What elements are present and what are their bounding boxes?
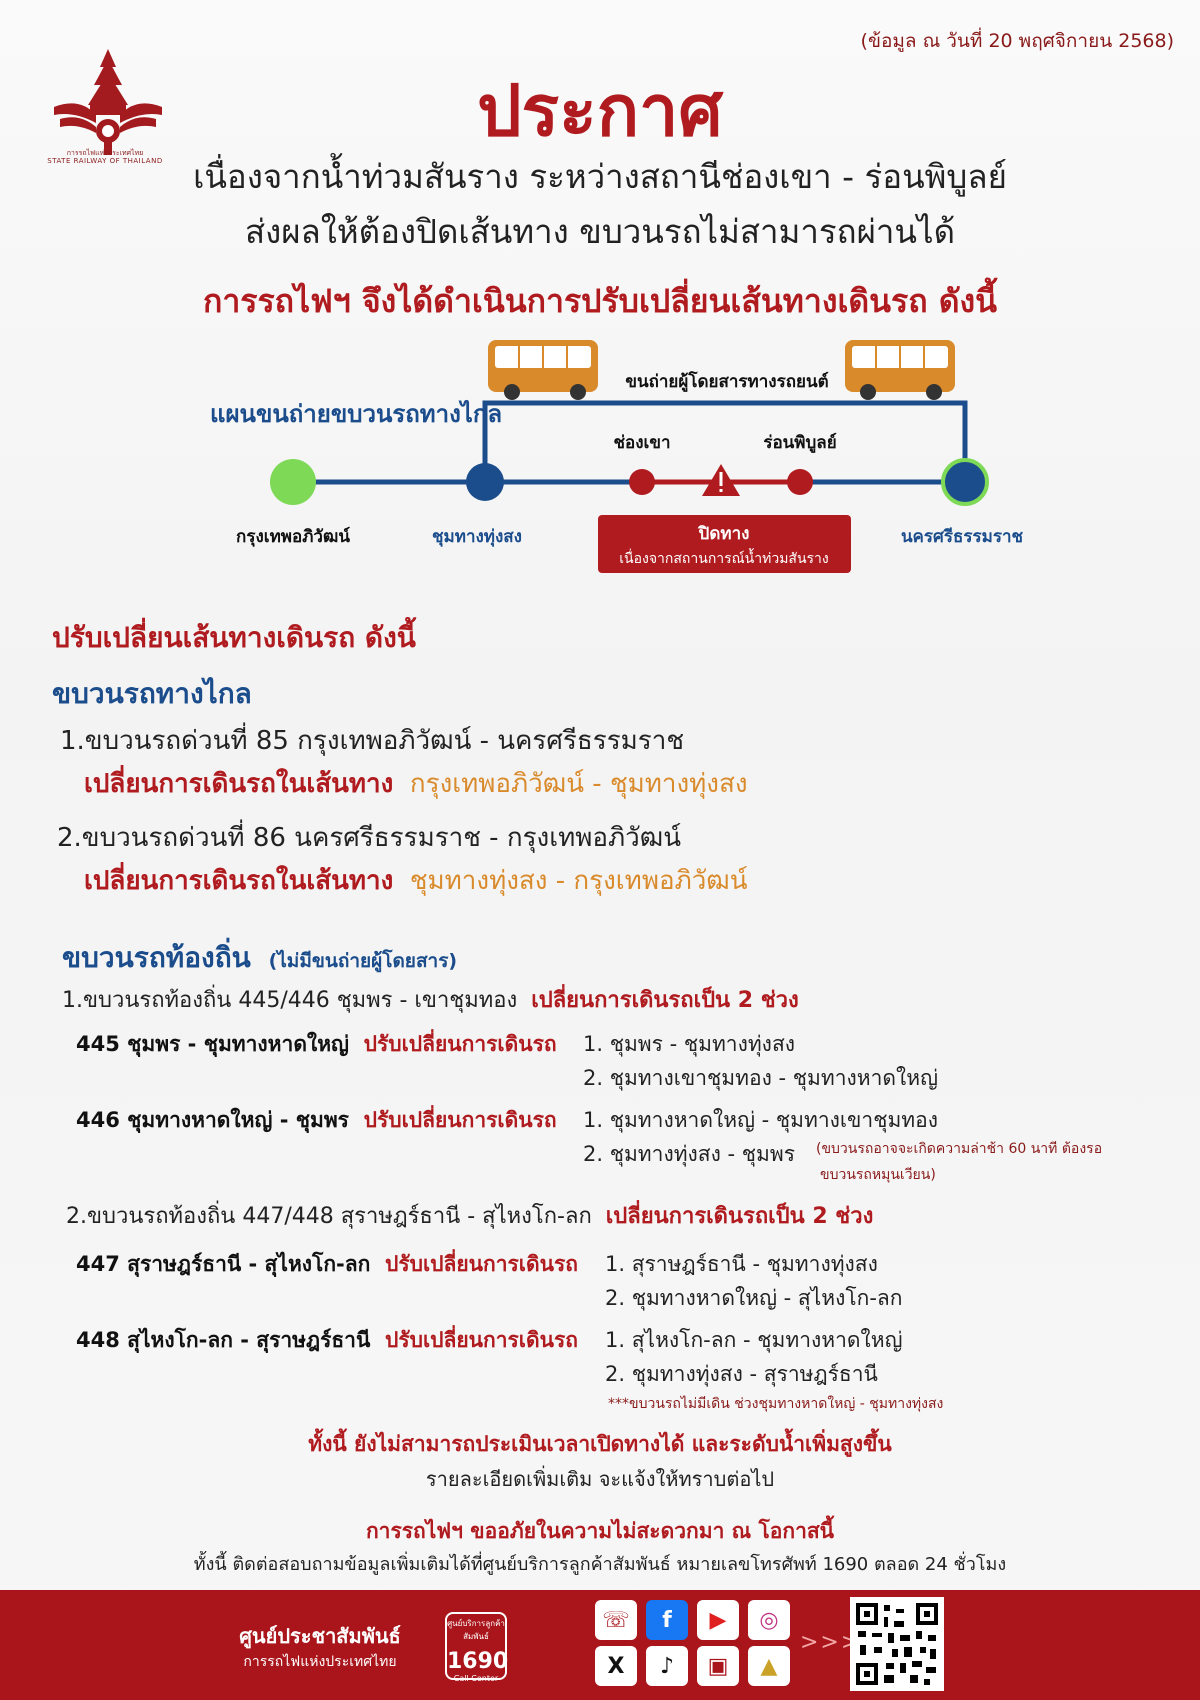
bus-route-line: [482, 400, 968, 480]
local-group-2-line: 2.ขบวนรถท้องถิ่น 447/448 สุราษฎร์ธานี - …: [66, 1204, 592, 1229]
local-title-note: (ไม่มีขนถ่ายผู้โดยสาร): [268, 950, 458, 972]
train-448-name: 448 สุไหงโก-ลก - สุราษฎร์ธานี: [76, 1328, 371, 1352]
train-446-item-2: 2. ชุมทางทุ่งสง - ชุมพร: [583, 1142, 796, 1166]
closing-more-info: รายละเอียดเพิ่มเติม จะแจ้งให้ทราบต่อไป: [425, 1467, 775, 1491]
train-446-note-1: (ขบวนรถอาจจะเกิดความล่าช้า 60 นาที ต้องร…: [816, 1141, 1103, 1157]
bus-label: ขนถ่ายผู้โดยสารทางรถยนต์: [625, 371, 828, 393]
change-route: ชุมทางทุ่งสง - กรุงเทพอภิวัฒน์: [409, 866, 748, 896]
long-distance-change-1: เปลี่ยนการเดินรถในเส้นทาง กรุงเทพอภิวัฒน…: [84, 763, 748, 804]
hotline-caption: ศูนย์บริการลูกค้าสัมพันธ์: [447, 1619, 505, 1641]
footer-center-name: ศูนย์ประชาสัมพันธ์: [239, 1624, 401, 1648]
station-label-ronphibun: ร่อนพิบูลย์: [763, 432, 836, 454]
train-447-item-1: 1. สุราษฎร์ธานี - ชุมทางทุ่งสง: [605, 1252, 878, 1276]
qr-code-icon[interactable]: [850, 1597, 944, 1691]
plan-title: แผนขนถ่ายขบวนรถทางไกล: [210, 399, 502, 428]
station-node-chongkhao: [629, 469, 655, 495]
bus-icon-left: [488, 340, 598, 400]
logo-english-name: STATE RAILWAY OF THAILAND: [47, 157, 163, 165]
train-447-row: 447 สุราษฎร์ธานี - สุไหงโก-ลก ปรับเปลี่ย…: [76, 1248, 578, 1281]
train-446-note-2: ขบวนรถหมุนเวียน): [820, 1167, 936, 1183]
data-date-note: (ข้อมูล ณ วันที่ 20 พฤศจิกายน 2568): [860, 30, 1174, 52]
change-route: กรุงเทพอภิวัฒน์ - ชุมทางทุ่งสง: [409, 769, 748, 799]
hotline-sub: Call Center: [453, 1674, 499, 1683]
arrows-icon: >>>: [800, 1630, 862, 1655]
hotline-badge[interactable]: ศูนย์บริการลูกค้าสัมพันธ์ 1690 Call Cent…: [445, 1612, 509, 1683]
train-445-action: ปรับเปลี่ยนการเดินรถ: [363, 1032, 557, 1056]
change-label: เปลี่ยนการเดินรถในเส้นทาง: [84, 866, 394, 896]
station-node-nakhon: [941, 458, 989, 506]
local-title-text: ขบวนรถท้องถิ่น: [62, 941, 251, 974]
warning-icon: [702, 464, 740, 496]
local-group-1: 1.ขบวนรถท้องถิ่น 445/446 ชุมพร - เขาชุมท…: [62, 982, 799, 1017]
train-446-name: 446 ชุมทางหาดใหญ่ - ชุมพร: [76, 1108, 349, 1132]
train-446-row: 446 ชุมทางหาดใหญ่ - ชุมพร ปรับเปลี่ยนการ…: [76, 1104, 557, 1137]
subtitle-line-1: เนื่องจากน้ำท่วมสันราง ระหว่างสถานีช่องเ…: [193, 157, 1007, 196]
section-heading: ปรับเปลี่ยนเส้นทางเดินรถ ดังนี้: [52, 621, 416, 654]
station-label-chongkhao: ช่องเขา: [613, 433, 670, 453]
train-448-note: ***ขบวนรถไม่มีเดิน ช่วงชุมทางหาดใหญ่ - ช…: [608, 1396, 944, 1412]
long-distance-item-1: 1.ขบวนรถด่วนที่ 85 กรุงเทพอภิวัฒน์ - นคร…: [60, 726, 685, 756]
local-group-2-change: เปลี่ยนการเดินรถเป็น 2 ช่วง: [605, 1204, 874, 1229]
srt-logo-icon: [54, 49, 162, 155]
train-446-action: ปรับเปลี่ยนการเดินรถ: [363, 1108, 557, 1132]
train-448-item-1: 1. สุไหงโก-ลก - ชุมทางหาดใหญ่: [605, 1328, 903, 1352]
page-title: ประกาศ: [477, 70, 723, 152]
train-447-action: ปรับเปลี่ยนการเดินรถ: [385, 1252, 578, 1276]
closed-reason: เนื่องจากสถานการณ์น้ำท่วมสันราง: [619, 548, 829, 567]
long-distance-title: ขบวนรถทางไกล: [52, 677, 252, 710]
closing-warning: ทั้งนี้ ยังไม่สามารถประเมินเวลาเปิดทางได…: [308, 1432, 892, 1456]
train-446-item-1: 1. ชุมทางหาดใหญ่ - ชุมทางเขาชุมทอง: [583, 1108, 939, 1132]
long-distance-change-2: เปลี่ยนการเดินรถในเส้นทาง ชุมทางทุ่งสง -…: [84, 860, 748, 901]
change-label: เปลี่ยนการเดินรถในเส้นทาง: [84, 769, 394, 799]
station-label-nakhon: นครศรีธรรมราช: [901, 526, 1024, 547]
station-node-ronphibun: [787, 469, 813, 495]
station-node-bangkok: [270, 459, 316, 505]
local-title: ขบวนรถท้องถิ่น (ไม่มีขนถ่ายผู้โดยสาร): [62, 936, 457, 980]
train-445-item-2: 2. ชุมทางเขาชุมทอง - ชุมทางหาดใหญ่: [583, 1066, 939, 1090]
train-448-item-2: 2. ชุมทางทุ่งสง - สุราษฎร์ธานี: [605, 1362, 878, 1386]
route-diagram: แผนขนถ่ายขบวนรถทางไกล ขนถ่ายผู้โดยสารทาง…: [210, 340, 1024, 573]
station-label-bangkok: กรุงเทพอภิวัฒน์: [236, 526, 350, 547]
bus-icon-right: [845, 340, 955, 400]
local-group-1-change: เปลี่ยนการเดินรถเป็น 2 ช่วง: [531, 988, 799, 1013]
local-group-2: 2.ขบวนรถท้องถิ่น 447/448 สุราษฎร์ธานี - …: [66, 1198, 873, 1233]
x-icon[interactable]: X: [595, 1646, 637, 1686]
train-445-item-1: 1. ชุมพร - ชุมทางทุ่งสง: [583, 1032, 796, 1056]
instagram-icon[interactable]: ◎: [748, 1600, 790, 1640]
train-447-item-2: 2. ชุมทางหาดใหญ่ - สุไหงโก-ลก: [605, 1286, 903, 1310]
youtube-icon[interactable]: ▶: [697, 1600, 739, 1640]
closing-contact: ทั้งนี้ ติดต่อสอบถามข้อมูลเพิ่มเติมได้ที…: [193, 1554, 1007, 1575]
subtitle-line-2: ส่งผลให้ต้องปิดเส้นทาง ขบวนรถไม่สามารถผ่…: [244, 212, 956, 251]
hotline-number: 1690: [447, 1649, 509, 1674]
train-447-name: 447 สุราษฎร์ธานี - สุไหงโก-ลก: [76, 1252, 371, 1276]
closing-apology: การรถไฟฯ ขออภัยในความไม่สะดวกมา ณ โอกาสน…: [365, 1519, 835, 1543]
closed-box: [598, 515, 851, 573]
subtitle-line-3: การรถไฟฯ จึงได้ดำเนินการปรับเปลี่ยนเส้นท…: [202, 282, 998, 320]
facebook-icon[interactable]: f: [646, 1600, 688, 1640]
closed-label: ปิดทาง: [698, 524, 750, 544]
train-445-name: 445 ชุมพร - ชุมทางหาดใหญ่: [76, 1032, 349, 1056]
train-448-row: 448 สุไหงโก-ลก - สุราษฎร์ธานี ปรับเปลี่ย…: [76, 1324, 578, 1357]
station-label-thungsong: ชุมทางทุ่งสง: [432, 527, 522, 547]
d-ticket-icon[interactable]: ▲: [748, 1646, 790, 1686]
station-node-thungsong: [466, 463, 504, 501]
tiktok-icon[interactable]: ♪: [646, 1646, 688, 1686]
long-distance-item-2: 2.ขบวนรถด่วนที่ 86 นครศรีธรรมราช - กรุงเ…: [57, 823, 682, 853]
train-448-action: ปรับเปลี่ยนการเดินรถ: [385, 1328, 578, 1352]
chat-icon[interactable]: ☏: [595, 1600, 637, 1640]
logo-thai-name: การรถไฟแห่งประเทศไทย: [66, 149, 144, 157]
train-445-row: 445 ชุมพร - ชุมทางหาดใหญ่ ปรับเปลี่ยนการ…: [76, 1028, 557, 1061]
local-group-1-line: 1.ขบวนรถท้องถิ่น 445/446 ชุมพร - เขาชุมท…: [62, 988, 518, 1013]
train-app-icon[interactable]: ▣: [697, 1646, 739, 1686]
footer-org-name: การรถไฟแห่งประเทศไทย: [243, 1654, 397, 1670]
